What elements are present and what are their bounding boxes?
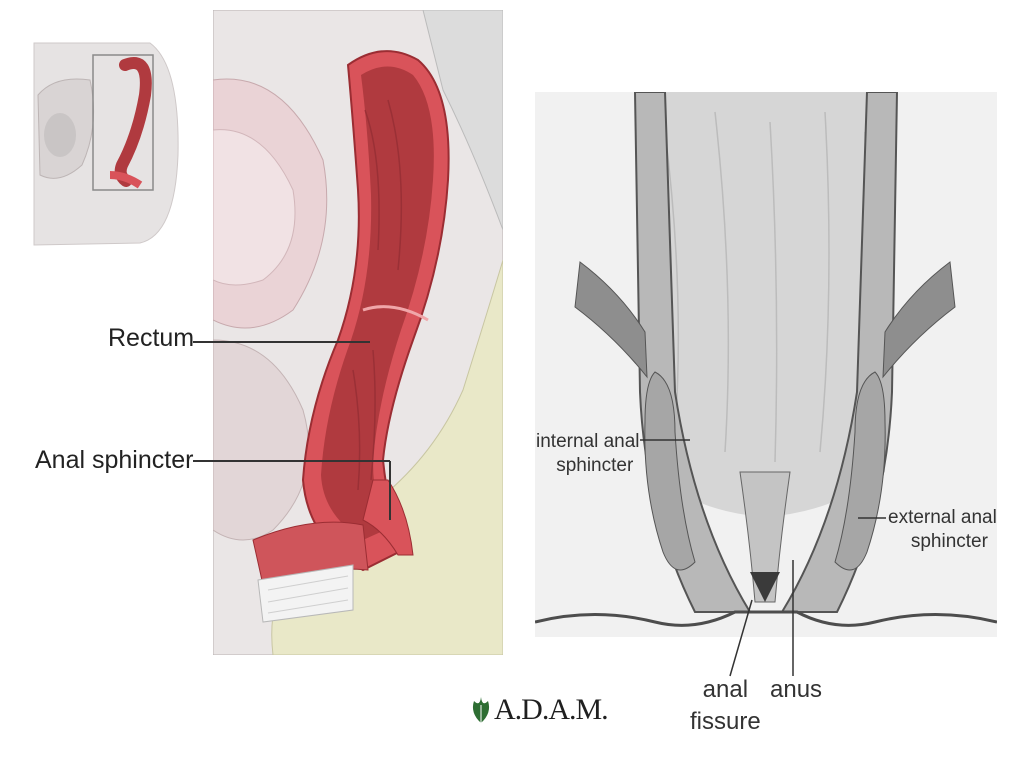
anal-canal-diagram [535, 92, 997, 637]
internal-anal-sphincter-line2: sphincter [556, 455, 634, 476]
thumbnail-overview-illustration [30, 35, 180, 250]
anal-fissure-line1: anal [702, 676, 749, 703]
adam-logo-text: A.D.A.M. [494, 693, 609, 726]
anal-fissure-line2: fissure [690, 708, 761, 735]
rectum-anatomy-illustration [213, 10, 503, 655]
external-anal-sphincter-line2: sphincter [910, 531, 988, 552]
external-anal-sphincter-label: external anal sphincter [888, 506, 997, 554]
internal-anal-sphincter-label: internal anal sphincter [536, 430, 640, 478]
external-anal-sphincter-line1: external anal [888, 507, 997, 528]
adam-logo: A.D.A.M. [468, 693, 609, 727]
anal-sphincter-label: Anal sphincter [35, 446, 194, 474]
adam-leaf-icon [472, 697, 490, 723]
rectum-label: Rectum [108, 324, 195, 352]
anus-label: anus [770, 676, 823, 703]
internal-anal-sphincter-line1: internal anal [536, 431, 640, 452]
anal-fissure-label: anal fissure [690, 678, 761, 734]
